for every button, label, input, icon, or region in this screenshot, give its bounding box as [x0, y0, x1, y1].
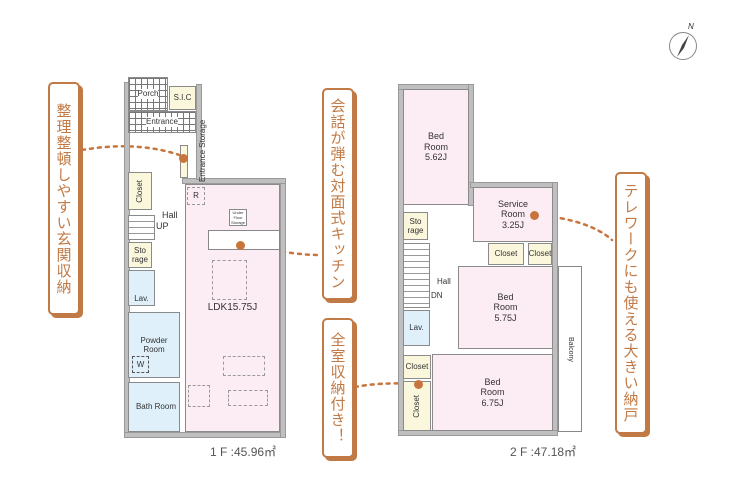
entrance: Entrance — [128, 111, 196, 133]
closet-2f-b: Closet — [528, 243, 552, 265]
powder-room: Powder Room — [128, 312, 180, 378]
closet-1f: Closet — [128, 172, 152, 210]
refrigerator-icon: R — [187, 187, 205, 205]
storage-1f: Sto rage — [128, 242, 152, 268]
callout-kitchen: 会話が弾む対面式キッチン — [322, 88, 354, 300]
bed-room-3-label: Bed Room 6.75J — [480, 376, 505, 408]
porch: Porch — [128, 77, 168, 111]
hall-2f-label: Hall — [437, 277, 451, 286]
callout-marker — [414, 380, 423, 389]
callout-marker — [236, 241, 245, 250]
sofa — [223, 356, 265, 376]
porch-label: Porch — [137, 89, 159, 99]
bed-room-2: Bed Room 5.75J — [458, 266, 553, 349]
lavatory-1f: Lav. — [128, 270, 155, 306]
closet-2f-d: Closet — [403, 381, 431, 431]
bath-room: Bath Room — [128, 382, 180, 432]
low-table — [228, 390, 268, 406]
service-room-label: Service Room 3.25J — [497, 198, 528, 230]
callout-telework: テレワークにも使える大きい納戸 — [615, 172, 647, 434]
entrance-storage-label: Entrance Storage — [198, 119, 207, 182]
closet-2f-a: Closet — [488, 243, 524, 265]
closet-label: Closet — [412, 394, 422, 418]
kitchen-counter — [208, 230, 280, 250]
floor-2-area: 2 F :47.18㎡ — [510, 445, 577, 459]
stairs-up-label: UP — [156, 221, 169, 231]
callout-entrance-storage: 整理整頓しやすい玄関収納 — [48, 82, 80, 315]
balcony: Balcony — [558, 266, 582, 432]
stairs-2f — [403, 243, 430, 308]
floor-1-area: 1 F :45.96㎡ — [210, 445, 277, 459]
balcony-label: Balcony — [567, 336, 575, 362]
storage-2f: Sto rage — [403, 212, 428, 240]
chair — [188, 385, 210, 407]
entrance-label: Entrance — [145, 117, 179, 127]
stairs-down-label: DN — [431, 291, 443, 300]
callout-marker — [179, 154, 188, 163]
dining-table — [212, 260, 247, 300]
bed-room-3: Bed Room 6.75J — [432, 354, 553, 431]
compass-north-label: N — [688, 22, 694, 31]
shoe-in-closet: S.I.C — [169, 86, 196, 110]
bed-room-1-label: Bed Room 5.62J — [423, 131, 448, 163]
bed-room-1: Bed Room 5.62J — [403, 89, 469, 205]
compass-icon — [669, 32, 697, 60]
callout-marker — [530, 211, 539, 220]
callout-all-rooms-storage: 全室収納付き！ — [322, 318, 354, 458]
lavatory-2f: Lav. — [403, 310, 430, 346]
hall-label: Hall — [162, 210, 178, 220]
washer-icon: W — [132, 356, 149, 373]
bed-room-2-label: Bed Room 5.75J — [493, 291, 518, 323]
service-room: Service Room 3.25J — [473, 187, 553, 242]
under-floor-storage: Under Floor Storage — [229, 209, 247, 226]
closet-2f-c: Closet — [403, 355, 431, 379]
stairs — [128, 215, 155, 240]
closet-label: Closet — [135, 179, 145, 203]
